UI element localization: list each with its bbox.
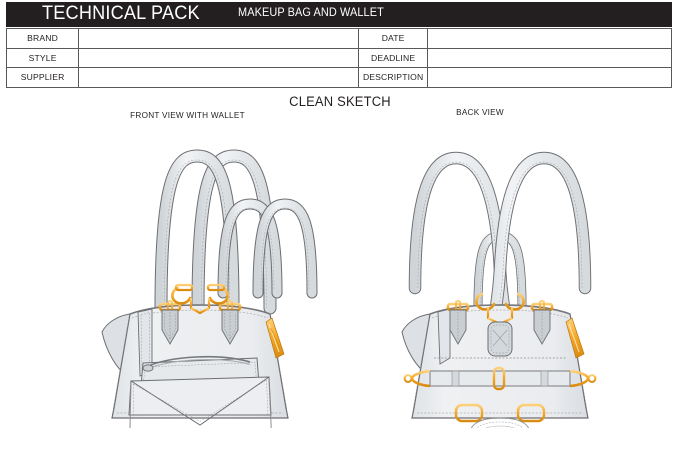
wallet-side-stitch xyxy=(133,379,269,416)
handle-dring-left xyxy=(171,283,194,305)
wallet-cord-right xyxy=(268,379,272,428)
wallet-cord-left xyxy=(129,383,132,428)
side-tab-left-back xyxy=(437,308,451,365)
field-value-description[interactable] xyxy=(427,67,672,88)
strap-bar-keeper-left xyxy=(451,370,460,387)
center-lock-patch xyxy=(487,321,513,357)
field-label-deadline: DEADLINE xyxy=(358,47,429,69)
field-value-brand[interactable] xyxy=(78,28,360,49)
product-name: MAKEUP BAG AND WALLET xyxy=(238,7,384,19)
bag-top-stitch xyxy=(131,309,269,319)
field-value-deadline[interactable] xyxy=(427,47,672,69)
arched-zip-pocket xyxy=(471,417,529,428)
wallet-zipper xyxy=(145,355,251,368)
top-zipper-line xyxy=(129,304,271,315)
top-hardware-back-group xyxy=(446,292,554,357)
wallet-envelope-flap xyxy=(128,376,272,416)
strap-adjuster-left xyxy=(454,403,484,423)
field-value-style[interactable] xyxy=(78,47,360,69)
wallet-group xyxy=(128,355,272,428)
front-view-label: FRONT VIEW WITH WALLET xyxy=(130,111,245,120)
front-view-sketch xyxy=(101,149,318,428)
horizontal-strap-bar xyxy=(429,370,571,387)
leather-tab-right xyxy=(221,309,239,345)
table-row: SUPPLIER DESCRIPTION xyxy=(5,67,672,88)
top-handles-group xyxy=(217,198,318,299)
top-handle-left-stitch xyxy=(225,207,275,291)
leather-tab-left xyxy=(161,309,179,345)
back-view-sketch xyxy=(401,151,597,428)
strap-bar-dring-left xyxy=(403,369,431,388)
field-label-date: DATE xyxy=(358,28,429,49)
section-title: CLEAN SKETCH xyxy=(289,94,391,109)
page-title: TECHNICAL PACK xyxy=(42,2,200,24)
handle-dring-left-back xyxy=(475,292,496,311)
leather-tab-right-back xyxy=(533,309,551,345)
side-zipper-pull-right-back xyxy=(565,317,585,359)
field-label-supplier: SUPPLIER xyxy=(5,67,80,88)
table-row: BRAND DATE xyxy=(5,28,672,49)
side-zipper-pull-right xyxy=(265,317,285,359)
horizontal-strap-bar-group xyxy=(403,366,597,391)
strap-bar-center-dring xyxy=(492,366,506,391)
field-value-date[interactable] xyxy=(427,28,672,49)
tech-pack-info-table: BRAND DATE STYLE DEADLINE SUPPLIER DESCR… xyxy=(5,28,672,88)
center-connector-hardware xyxy=(189,297,211,315)
back-view-label: BACK VIEW xyxy=(456,108,504,117)
strap-bar-dring-right xyxy=(569,369,597,388)
header-bar xyxy=(6,2,672,27)
top-handle-right-fill xyxy=(253,199,317,298)
handle-dring-right xyxy=(206,283,229,305)
strap-adjuster-right xyxy=(516,403,546,423)
field-label-brand: BRAND xyxy=(5,28,80,49)
top-handle-left-fill xyxy=(218,199,282,298)
top-handle-right-stitch xyxy=(260,207,310,291)
handle-dring-right-back xyxy=(504,292,525,311)
field-label-style: STYLE xyxy=(5,47,80,69)
wallet-flap-v-stitch xyxy=(133,379,267,422)
field-label-description: DESCRIPTION xyxy=(358,67,429,88)
wallet-zip-panel-stitch xyxy=(143,362,257,383)
table-row: STYLE DEADLINE xyxy=(5,47,672,69)
wallet-zip-pull xyxy=(142,364,154,372)
leather-tab-left-back xyxy=(449,309,467,345)
top-hardware-group xyxy=(158,283,242,345)
field-value-supplier[interactable] xyxy=(78,67,360,88)
strap-bar-keeper-right xyxy=(540,370,549,387)
